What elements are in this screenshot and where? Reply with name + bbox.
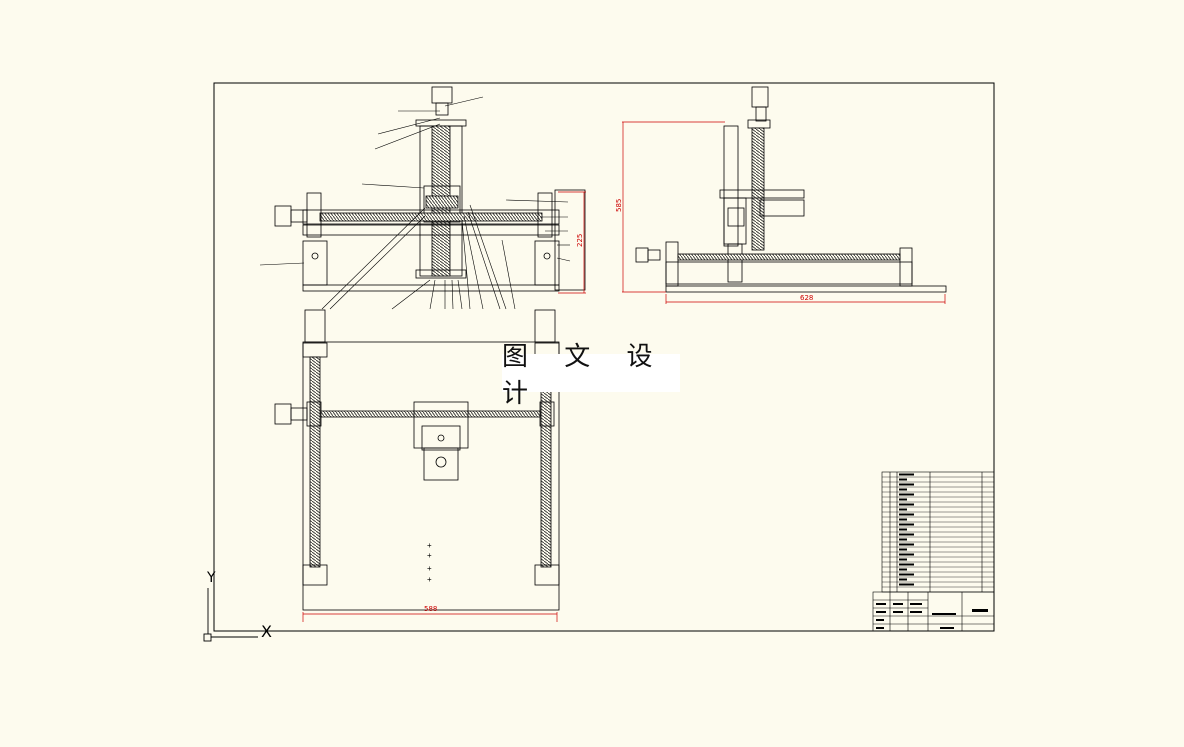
parts-list-cell-mark <box>899 543 914 546</box>
parts-list-cell-mark <box>899 483 914 486</box>
watermark: 图 文 设 计 <box>502 342 680 409</box>
parts-list-cell-mark <box>899 498 907 501</box>
parts-list-cell-mark <box>899 528 907 531</box>
parts-list-cell-mark <box>899 473 914 476</box>
parts-list-cell-mark <box>899 583 914 586</box>
parts-list-cell-mark <box>899 478 907 481</box>
svg-text:+: + <box>427 564 432 573</box>
dimension-front-height: 225 <box>576 234 584 247</box>
axis-x-label: X <box>261 622 272 641</box>
title-block-marks <box>876 603 988 629</box>
parts-list-cell-mark <box>899 493 914 496</box>
title-block <box>872 591 995 632</box>
dimension-lines <box>302 121 946 622</box>
leader-lines <box>259 96 571 310</box>
parts-list-cell-mark <box>899 578 907 581</box>
top-view: + + + + <box>274 309 560 611</box>
svg-text:+: + <box>427 551 432 560</box>
ucs-axis-icon <box>203 588 258 642</box>
parts-list-cell-mark <box>899 573 914 576</box>
side-view <box>635 86 947 293</box>
drawing-border <box>213 82 995 632</box>
parts-list-rows <box>882 473 994 588</box>
parts-list-cell-mark <box>899 488 907 491</box>
front-view <box>274 86 586 292</box>
parts-list-cell-mark <box>899 548 907 551</box>
dimension-bottom-width: 588 <box>424 605 437 613</box>
parts-list-cell-mark <box>899 538 907 541</box>
dimension-side-length: 628 <box>800 294 813 302</box>
svg-text:+: + <box>427 541 432 550</box>
parts-list-cell-mark <box>899 508 907 511</box>
svg-text:+: + <box>427 575 432 584</box>
parts-list-cell-mark <box>899 558 907 561</box>
parts-list-cell-mark <box>899 568 907 571</box>
parts-list-cell-mark <box>899 513 914 516</box>
parts-list-cell-mark <box>899 503 914 506</box>
parts-list-cell-mark <box>899 533 914 536</box>
parts-list-cell-mark <box>899 563 914 566</box>
dimension-side-height: 585 <box>615 199 623 212</box>
parts-list-cell-mark <box>899 523 914 526</box>
parts-list-cell-mark <box>899 553 914 556</box>
axis-y-label: Y <box>206 570 216 586</box>
parts-list-cell-mark <box>899 518 907 521</box>
